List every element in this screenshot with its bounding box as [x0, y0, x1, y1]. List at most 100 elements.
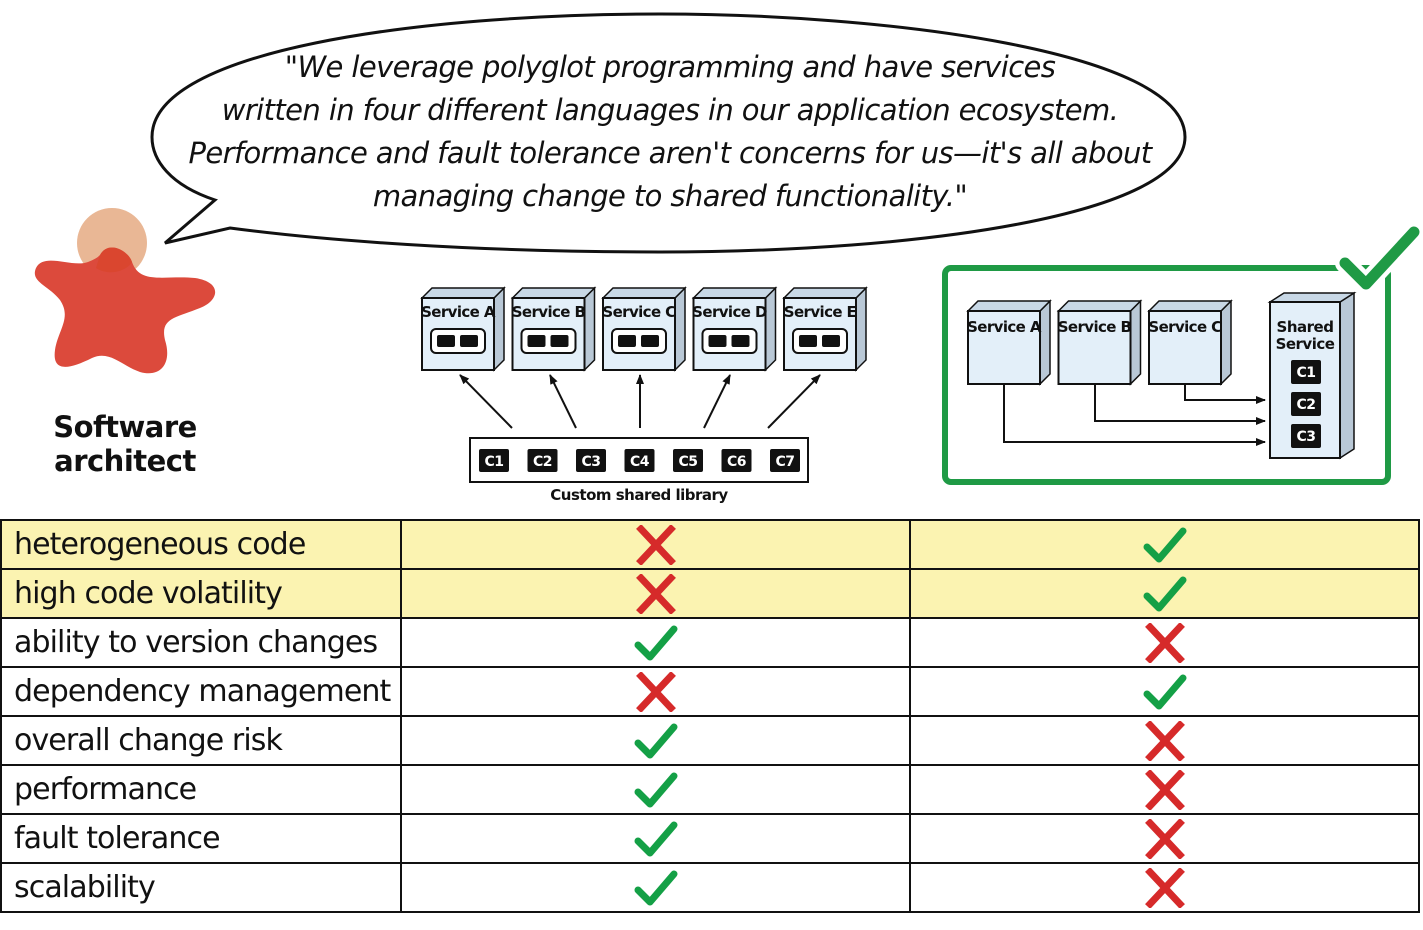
- service-box: Service C: [601, 286, 687, 372]
- architect-label: Software architect: [20, 410, 230, 478]
- cross-icon: [635, 573, 676, 614]
- table-row: heterogeneous code: [0, 519, 1420, 570]
- left-option-rating: [400, 764, 911, 815]
- criterion-label: performance: [0, 764, 402, 815]
- service-box: Service A: [966, 299, 1052, 386]
- component-label: C3: [1296, 429, 1315, 445]
- check-icon: [1143, 674, 1186, 709]
- component-label: C1: [484, 454, 503, 470]
- check-icon: [634, 723, 677, 758]
- component-label: C2: [533, 454, 552, 470]
- component-chip: C1: [1291, 360, 1321, 384]
- check-icon: [1143, 576, 1186, 611]
- cross-icon: [635, 671, 676, 712]
- service-call-arrow: [1003, 384, 1266, 446]
- cross-icon: [1144, 867, 1185, 908]
- table-row: fault tolerance: [0, 813, 1420, 864]
- left-option-rating: [400, 715, 911, 766]
- dependency-arrow: [767, 374, 821, 429]
- criterion-label: heterogeneous code: [0, 519, 402, 570]
- criterion-label: overall change risk: [0, 715, 402, 766]
- dependency-arrow: [549, 374, 577, 429]
- cross-icon: [1144, 720, 1185, 761]
- cross-icon: [1144, 622, 1185, 663]
- service-label: Service B: [1058, 318, 1132, 336]
- component-label: C2: [1296, 397, 1315, 413]
- service-label: Service E: [784, 303, 857, 321]
- component-label: C3: [581, 454, 600, 470]
- right-option-rating: [909, 617, 1420, 668]
- service-box: Service A: [420, 286, 506, 372]
- criterion-label: fault tolerance: [0, 813, 402, 864]
- architect-avatar-icon: [34, 208, 216, 374]
- right-option-rating: [909, 568, 1420, 619]
- table-row: scalability: [0, 862, 1420, 913]
- service-label: Service A: [421, 303, 496, 321]
- component-chip: C1: [479, 449, 509, 472]
- quote-line: written in four different languages in o…: [221, 93, 1119, 127]
- dependency-arrow: [703, 374, 731, 429]
- check-icon: [634, 772, 677, 807]
- component-chip: C6: [721, 449, 752, 472]
- cross-icon: [1144, 818, 1185, 859]
- shared-service-label: Service: [1276, 335, 1335, 353]
- shared-library-caption: Custom shared library: [550, 486, 728, 504]
- criterion-label: dependency management: [0, 666, 402, 717]
- left-option-rating: [400, 666, 911, 717]
- quote-line: "We leverage polyglot programming and ha…: [284, 50, 1056, 84]
- component-chip: C4: [624, 449, 655, 472]
- left-option-rating: [400, 862, 911, 913]
- criterion-label: scalability: [0, 862, 402, 913]
- component-label: C4: [630, 454, 650, 470]
- left-option-rating: [400, 617, 911, 668]
- right-option-rating: [909, 813, 1420, 864]
- dependency-arrow: [459, 374, 513, 429]
- right-option-rating: [909, 764, 1420, 815]
- component-chip: C5: [673, 449, 703, 472]
- right-option-rating: [909, 862, 1420, 913]
- right-option-rating: [909, 715, 1420, 766]
- table-row: performance: [0, 764, 1420, 815]
- check-icon: [634, 625, 677, 660]
- speech-bubble: [150, 12, 1187, 254]
- architect-label-line: architect: [54, 444, 196, 478]
- service-label: Service B: [512, 303, 586, 321]
- check-icon: [634, 870, 677, 905]
- component-chip: C2: [1291, 392, 1321, 416]
- quote-line: managing change to shared functionality.…: [372, 179, 968, 213]
- cross-icon: [1144, 769, 1185, 810]
- table-row: dependency management: [0, 666, 1420, 717]
- component-label: C1: [1296, 365, 1315, 381]
- architect-label-line: Software: [53, 410, 197, 444]
- service-label: Service C: [602, 303, 676, 321]
- component-chip: C7: [770, 449, 800, 472]
- quote-line: Performance and fault tolerance aren't c…: [188, 136, 1152, 170]
- right-option-rating: [909, 666, 1420, 717]
- component-chip: C2: [527, 449, 558, 472]
- check-icon: [634, 821, 677, 856]
- service-box: Service B: [510, 286, 597, 372]
- cross-icon: [635, 524, 676, 565]
- component-chip: C3: [576, 449, 606, 472]
- check-icon: [1143, 527, 1186, 562]
- table-row: high code volatility: [0, 568, 1420, 619]
- architecture-diagrams: Service A Service B Service C Service D Serv…: [420, 226, 1420, 504]
- left-option-rating: [400, 568, 911, 619]
- service-call-arrow: [1184, 384, 1266, 404]
- service-label: Service A: [967, 318, 1042, 336]
- shared-service-label: Shared: [1277, 318, 1334, 336]
- service-box: Service C: [1147, 299, 1233, 386]
- service-box: Service D: [691, 286, 778, 372]
- service-label: Service C: [1148, 318, 1222, 336]
- left-option-rating: [400, 813, 911, 864]
- component-label: C7: [775, 454, 794, 470]
- left-option-rating: [400, 519, 911, 570]
- service-label: Service D: [692, 303, 767, 321]
- service-box: Service B: [1056, 299, 1143, 386]
- architect-quote: "We leverage polyglot programming and ha…: [175, 46, 1165, 218]
- criterion-label: ability to version changes: [0, 617, 402, 668]
- component-label: C6: [727, 454, 746, 470]
- component-label: C5: [678, 454, 697, 470]
- service-box: Service E: [782, 286, 868, 372]
